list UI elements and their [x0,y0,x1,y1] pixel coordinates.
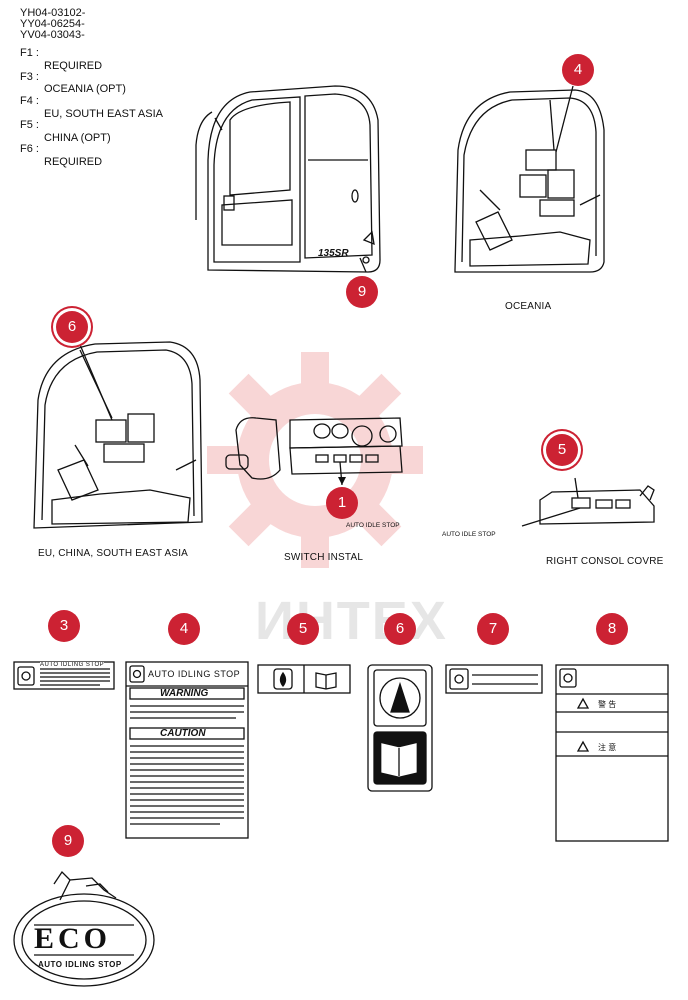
decal-8-row2: 注 意 [598,743,617,752]
decal-4-title: AUTO IDLING STOP [148,669,241,679]
callout-5-console: 5 [546,434,578,466]
cab-exterior-drawing [195,85,381,273]
callout-9-cab: 9 [346,276,378,308]
caption-oceania: OCEANIA [505,301,552,312]
decal-5-drawing [257,664,351,694]
eco-ribbon: AUTO IDLING STOP [38,960,122,969]
part-number-2: YY04-06254- [20,18,85,30]
eco-logo-drawing [13,870,155,987]
caption-eu-china-sea: EU, CHINA, SOUTH EAST ASIA [38,548,189,559]
right-console-drawing [521,477,655,527]
decal-8-row1: 警 告 [598,700,617,709]
callout-6-eu: 6 [56,311,88,343]
footnote-key-f6: F6 : [20,143,39,155]
decal-4-warning: WARNING [160,688,209,699]
model-badge: 135SR [318,248,349,259]
part-number-3: YV04-03043- [20,29,85,41]
footnote-key-f4: F4 : [20,95,39,107]
callout-1-switch: 1 [326,487,358,519]
caption-auto-idle-stop-1: AUTO IDLE STOP [346,522,400,529]
footnote-key-f5: F5 : [20,119,39,131]
eco-word: ECO [34,922,112,955]
decal-3-title: AUTO IDLING STOP [40,662,105,668]
switch-install-drawing [225,417,403,486]
decal-4-drawing [125,661,249,839]
decal-4-caution: CAUTION [160,728,206,739]
footnote-key-f1: F1 : [20,47,39,59]
caption-switch-instal: SWITCH INSTAL [284,552,364,563]
callout-4-decal: 4 [168,613,200,645]
decal-8-drawing [555,664,669,842]
callout-6-decal: 6 [384,613,416,645]
part-number-1: YH04-03102- [20,7,86,19]
caption-auto-idle-stop-2: AUTO IDLE STOP [442,531,496,538]
footnote-value-f6: REQUIRED [44,156,103,168]
decal-6-drawing [367,664,433,792]
caption-right-console: RIGHT CONSOL COVRE [546,556,664,567]
footnote-value-f1: REQUIRED [44,60,103,72]
callout-5-decal: 5 [287,613,319,645]
callout-9-eco: 9 [52,825,84,857]
footnote-value-f5: CHINA (OPT) [44,132,111,144]
callout-7-decal: 7 [477,613,509,645]
callout-3-decal: 3 [48,610,80,642]
footnote-value-f4: EU, SOUTH EAST ASIA [44,108,163,120]
footnote-value-f3: OCEANIA (OPT) [44,83,126,95]
eu-cab-drawing [33,341,203,529]
callout-4-oceania: 4 [562,54,594,86]
decal-7-drawing [445,664,543,694]
footnote-key-f3: F3 : [20,71,39,83]
oceania-cab-drawing [454,89,605,273]
callout-8-decal: 8 [596,613,628,645]
